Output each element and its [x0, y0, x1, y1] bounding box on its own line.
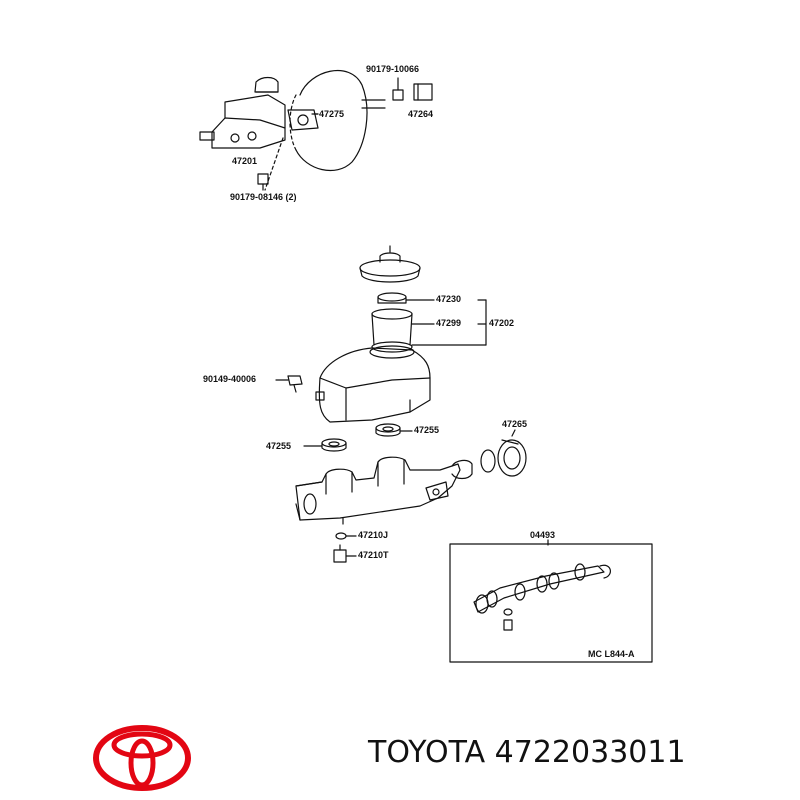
bolt-90149-40006-drawing	[287, 375, 303, 393]
brake-booster-drawing	[289, 69, 386, 172]
label-04493: 04493	[530, 530, 556, 540]
label-47255-right: 47255	[414, 425, 440, 435]
small-master-cylinder-drawing	[199, 76, 286, 191]
gasket-47210J-drawing	[335, 532, 347, 540]
boot-47265-drawing	[497, 439, 527, 477]
label-47202: 47202	[489, 318, 515, 328]
label-47299: 47299	[436, 318, 462, 328]
diagram-reference-code: MC L844-A	[588, 649, 635, 659]
label-90149-40006: 90149-40006	[203, 374, 257, 384]
clevis-47264-drawing	[413, 83, 433, 101]
strainer-47299-drawing	[369, 308, 415, 359]
label-47210J: 47210J	[358, 530, 389, 540]
label-90179-08146: 90179-08146 (2)	[230, 192, 297, 202]
reservoir-drawing	[315, 347, 431, 423]
snap-ring-drawing	[480, 449, 496, 473]
part-caption: TOYOTA 4722033011	[368, 738, 686, 768]
master-cylinder-body-drawing	[295, 456, 473, 525]
label-47201: 47201	[232, 156, 258, 166]
brand-name: TOYOTA	[368, 735, 486, 770]
reservoir-cap-drawing	[359, 245, 421, 283]
piston-kit-drawing	[473, 563, 611, 631]
leader-lines	[275, 113, 549, 557]
bolt-47210T-drawing	[333, 544, 347, 563]
diaphragm-47230-drawing	[377, 292, 407, 304]
nut-90179-08146-drawing	[257, 173, 269, 185]
label-47275: 47275	[319, 109, 345, 119]
label-90179-10066: 90179-10066	[366, 64, 420, 74]
label-47264: 47264	[408, 109, 434, 119]
part-number: 4722033011	[494, 735, 686, 770]
grommet-47255-left-drawing	[321, 438, 347, 452]
grommet-47255-right-drawing	[375, 423, 401, 437]
label-47210T: 47210T	[358, 550, 389, 560]
toyota-logo-icon	[93, 725, 191, 791]
label-47265: 47265	[502, 419, 528, 429]
repair-kit-box	[449, 543, 653, 663]
label-47230: 47230	[436, 294, 462, 304]
gasket-47275-drawing	[287, 109, 319, 131]
nut-90179-10066-drawing	[392, 89, 404, 101]
label-47255-left: 47255	[266, 441, 292, 451]
